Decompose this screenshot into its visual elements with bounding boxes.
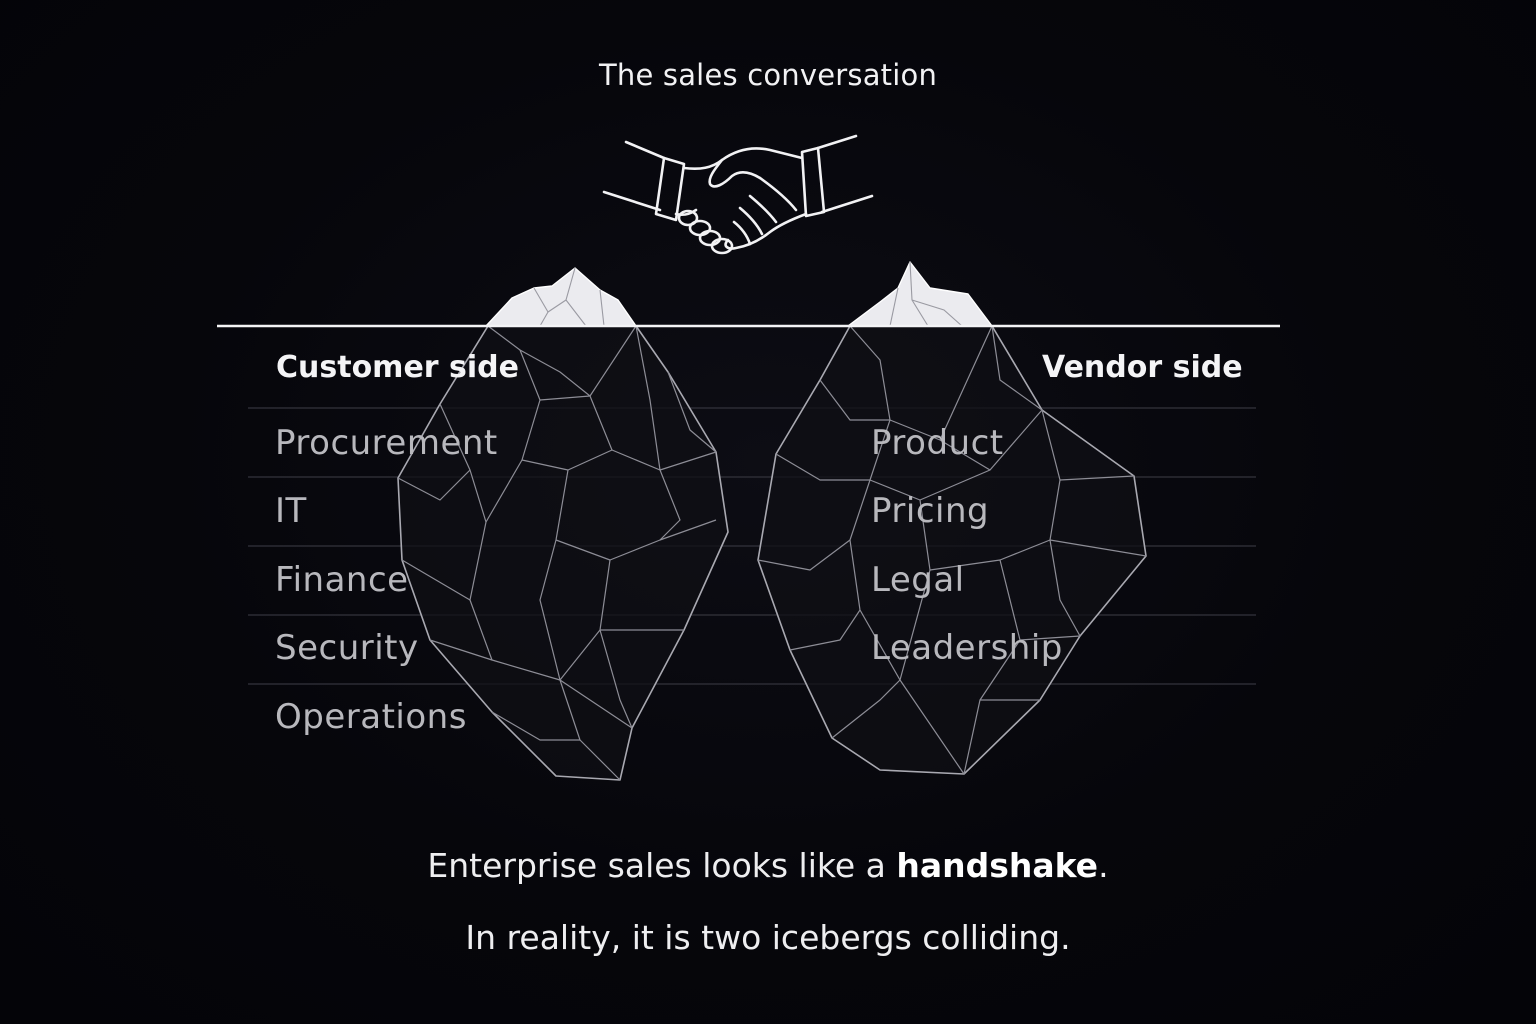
customer-item-it: IT <box>275 491 307 531</box>
page-title: The sales conversation <box>0 58 1536 92</box>
footer-statement: Enterprise sales looks like a handshake. <box>0 846 1536 885</box>
handshake-icon <box>604 136 872 253</box>
vendor-item-product: Product <box>871 423 1004 463</box>
right-iceberg-tip <box>848 262 992 326</box>
left-iceberg-tip <box>486 268 636 326</box>
footer-conclusion: In reality, it is two icebergs colliding… <box>0 918 1536 957</box>
customer-item-security: Security <box>275 628 419 668</box>
footer-emphasis: handshake <box>896 846 1098 885</box>
right-iceberg-underwater <box>758 326 1146 774</box>
vendor-item-pricing: Pricing <box>871 491 989 531</box>
customer-item-procurement: Procurement <box>275 423 498 463</box>
vendor-side-heading: Vendor side <box>1042 350 1243 385</box>
customer-side-heading: Customer side <box>276 350 519 385</box>
vendor-item-leadership: Leadership <box>871 628 1063 668</box>
customer-item-finance: Finance <box>275 560 409 600</box>
footer-statement-end: . <box>1098 846 1109 885</box>
customer-item-operations: Operations <box>275 697 467 737</box>
footer-statement-start: Enterprise sales looks like a <box>427 846 896 885</box>
vendor-item-legal: Legal <box>871 560 965 600</box>
